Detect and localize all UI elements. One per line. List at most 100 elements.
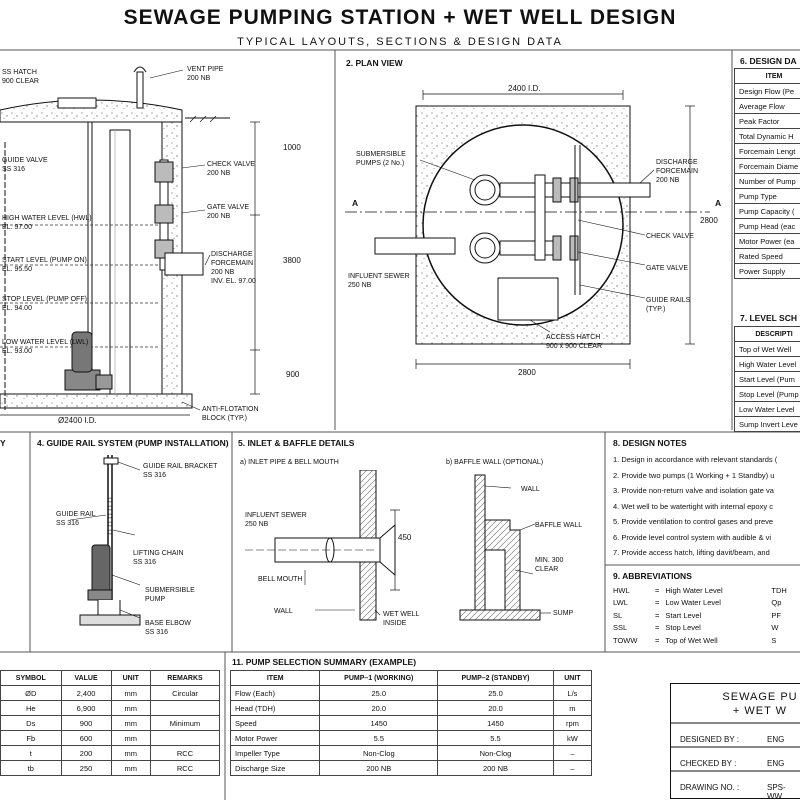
abbr-equals: = bbox=[652, 584, 662, 597]
pump-item-cell: Flow (Each) bbox=[231, 686, 320, 701]
pump-item-cell: Discharge Size bbox=[231, 761, 320, 776]
design-data-row: Number of Pump bbox=[735, 174, 800, 189]
symbol-cell: ØD bbox=[1, 686, 62, 701]
abbr-value: Start Level bbox=[662, 609, 768, 622]
abbreviations-heading: 9. ABBREVIATIONS bbox=[613, 571, 692, 581]
design-data-row: Forcemain Lengt bbox=[735, 144, 800, 159]
designed-by-label: DESIGNED BY : bbox=[680, 735, 739, 744]
pump-unit-cell: – bbox=[553, 761, 591, 776]
section-3-heading: Y bbox=[0, 438, 6, 448]
pump-unit-cell: rpm bbox=[553, 716, 591, 731]
baffle-wall-top-label: WALL bbox=[521, 485, 540, 494]
value-cell: 200 bbox=[61, 746, 111, 761]
abbr-key: LWL bbox=[610, 597, 652, 610]
unit-cell: mm bbox=[111, 731, 150, 746]
level-row: Top of Wet Well bbox=[735, 342, 800, 357]
design-data-row: Rated Speed bbox=[735, 249, 800, 264]
pump-item-cell: Head (TDH) bbox=[231, 701, 320, 716]
pump-standby-cell: 20.0 bbox=[438, 701, 554, 716]
pump-unit-cell: – bbox=[553, 746, 591, 761]
design-data-row: Pump Head (eac bbox=[735, 219, 800, 234]
symbol-cell: tb bbox=[1, 761, 62, 776]
symbols-col-remarks: REMARKS bbox=[150, 671, 219, 686]
pump-unit-cell: kW bbox=[553, 731, 591, 746]
plan-view-heading: 2. PLAN VIEW bbox=[346, 58, 403, 68]
abbr-key-2: W bbox=[768, 622, 789, 635]
level-row: Start Level (Pum bbox=[735, 372, 800, 387]
design-data-row: Power Supply bbox=[735, 264, 800, 279]
remarks-cell: RCC bbox=[150, 746, 219, 761]
designed-by-value: ENG bbox=[767, 735, 784, 744]
start-level-label: START LEVEL (PUMP ON)EL. 95.50 bbox=[2, 256, 87, 274]
abbr-key-2: PF bbox=[768, 609, 789, 622]
abbr-key: SL bbox=[610, 609, 652, 622]
pump-item-cell: Impeller Type bbox=[231, 746, 320, 761]
abbr-equals: = bbox=[652, 634, 662, 647]
cut-a-right: A bbox=[715, 198, 721, 208]
plan-guide-rails-label: GUIDE RAILS(TYP.) bbox=[646, 296, 690, 314]
abbr-key: HWL bbox=[610, 584, 652, 597]
design-notes-heading: 8. DESIGN NOTES bbox=[613, 438, 687, 448]
level-row: Sump Invert Leve bbox=[735, 417, 800, 432]
abbr-key-2: TDH bbox=[768, 584, 789, 597]
inlet-sub-a: a) INLET PIPE & BELL MOUTH bbox=[240, 458, 339, 467]
checked-by-value: ENG bbox=[767, 759, 784, 768]
pump-item-cell: Motor Power bbox=[231, 731, 320, 746]
pump-col-working: PUMP–1 (WORKING) bbox=[320, 671, 438, 686]
unit-cell: mm bbox=[111, 701, 150, 716]
dim-3800: 3800 bbox=[283, 256, 301, 265]
design-data-row: Pump Type bbox=[735, 189, 800, 204]
design-note-item: 4. Wet well to be watertight with intern… bbox=[613, 499, 800, 515]
abbr-equals: = bbox=[652, 609, 662, 622]
wet-well-section-drawing bbox=[0, 50, 335, 430]
dim-900: 900 bbox=[286, 370, 299, 379]
bell-mouth-label: BELL MOUTH bbox=[258, 575, 302, 584]
remarks-cell: Circular bbox=[150, 686, 219, 701]
inlet-dim-450: 450 bbox=[398, 533, 411, 542]
pump-working-cell: 200 NB bbox=[320, 761, 438, 776]
pump-standby-cell: 1450 bbox=[438, 716, 554, 731]
pump-unit-cell: L/s bbox=[553, 686, 591, 701]
pump-working-cell: 20.0 bbox=[320, 701, 438, 716]
drawing-no-value: SPS-WW bbox=[767, 783, 800, 801]
cut-a-left: A bbox=[352, 198, 358, 208]
inlet-heading: 5. INLET & BAFFLE DETAILS bbox=[238, 438, 354, 448]
section-diameter-dim: Ø2400 I.D. bbox=[58, 416, 97, 425]
remarks-cell: Minimum bbox=[150, 716, 219, 731]
level-schedule-heading: 7. LEVEL SCH bbox=[740, 313, 797, 323]
remarks-cell bbox=[150, 731, 219, 746]
abbr-value: High Water Level bbox=[662, 584, 768, 597]
symbols-col-symbol: SYMBOL bbox=[1, 671, 62, 686]
remarks-cell bbox=[150, 701, 219, 716]
design-note-item: 2. Provide two pumps (1 Working + 1 Stan… bbox=[613, 468, 800, 484]
symbol-cell: Fb bbox=[1, 731, 62, 746]
lwl-label: LOW WATER LEVEL (LWL)EL. 93.00 bbox=[2, 338, 88, 356]
pump-selection-table: ITEM PUMP–1 (WORKING) PUMP–2 (STANDBY) U… bbox=[230, 670, 592, 776]
drawing-no-label: DRAWING NO. : bbox=[680, 783, 739, 792]
unit-cell: mm bbox=[111, 716, 150, 731]
dim-1000: 1000 bbox=[283, 143, 301, 152]
level-row: High Water Level bbox=[735, 357, 800, 372]
checked-by-label: CHECKED BY : bbox=[680, 759, 736, 768]
pump-standby-cell: 25.0 bbox=[438, 686, 554, 701]
design-data-row: Motor Power (ea bbox=[735, 234, 800, 249]
design-note-item: 3. Provide non-return valve and isolatio… bbox=[613, 483, 800, 499]
level-col-description: DESCRIPTI bbox=[735, 327, 800, 342]
design-data-row: Forcemain Diame bbox=[735, 159, 800, 174]
pump-standby-cell: 200 NB bbox=[438, 761, 554, 776]
remarks-cell: RCC bbox=[150, 761, 219, 776]
plan-dim-bottom: 2800 bbox=[518, 368, 536, 377]
